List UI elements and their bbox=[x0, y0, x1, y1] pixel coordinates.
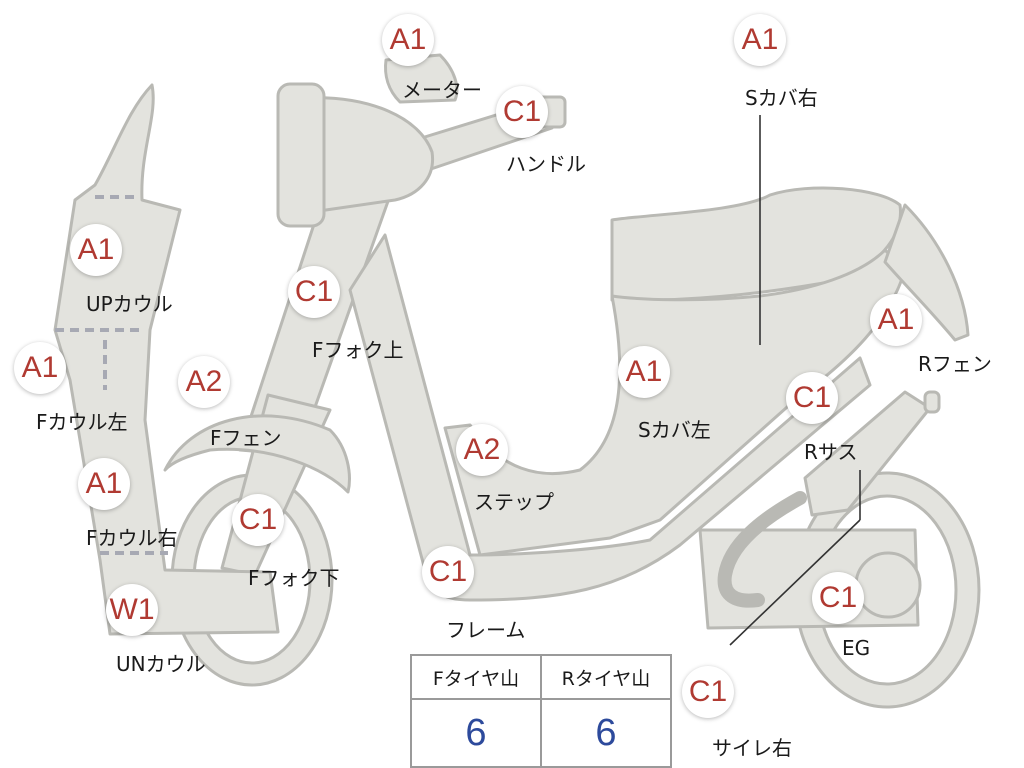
label-s-cover-right: Sカバ右 bbox=[745, 86, 818, 110]
label-step: ステップ bbox=[474, 490, 554, 514]
front-tire-value[interactable]: 6 bbox=[410, 698, 542, 768]
label-f-cowl-left: Fカウル左 bbox=[36, 410, 128, 434]
label-f-fork-lower: Fフォク下 bbox=[248, 566, 340, 590]
label-f-fender: Fフェン bbox=[210, 426, 282, 450]
badge-frame[interactable]: C1 bbox=[422, 546, 474, 598]
badge-meter[interactable]: A1 bbox=[382, 14, 434, 66]
seat-shape bbox=[610, 186, 902, 302]
front-wheel bbox=[170, 473, 334, 687]
badge-muffler-right[interactable]: C1 bbox=[682, 666, 734, 718]
badge-s-cover-right[interactable]: A1 bbox=[734, 14, 786, 66]
badge-engine[interactable]: C1 bbox=[812, 572, 864, 624]
label-up-cowl: UPカウル bbox=[86, 292, 173, 316]
label-s-cover-left: Sカバ左 bbox=[638, 418, 711, 442]
exhaust-pipe bbox=[717, 491, 807, 608]
badge-step[interactable]: A2 bbox=[456, 424, 508, 476]
rear-tire-value[interactable]: 6 bbox=[540, 698, 672, 768]
badge-r-suspension[interactable]: C1 bbox=[786, 372, 838, 424]
badge-s-cover-left[interactable]: A1 bbox=[618, 346, 670, 398]
label-f-fork-upper: Fフォク上 bbox=[312, 338, 404, 362]
badge-r-fender[interactable]: A1 bbox=[870, 294, 922, 346]
label-r-fender: Rフェン bbox=[918, 352, 992, 376]
badge-up-cowl[interactable]: A1 bbox=[70, 224, 122, 276]
front-tire-header: Fタイヤ山 bbox=[410, 654, 542, 700]
engine-hub bbox=[854, 551, 922, 619]
badge-f-fender[interactable]: A2 bbox=[178, 356, 230, 408]
rear-suspension-shape bbox=[803, 390, 932, 517]
badge-f-cowl-left[interactable]: A1 bbox=[14, 342, 66, 394]
label-handle: ハンドル bbox=[506, 152, 586, 176]
meter-housing bbox=[384, 53, 459, 104]
label-r-suspension: Rサス bbox=[804, 440, 858, 464]
handle-cover bbox=[303, 96, 435, 214]
badge-f-cowl-right[interactable]: A1 bbox=[78, 458, 130, 510]
label-un-cowl: UNカウル bbox=[116, 652, 206, 676]
badge-un-cowl[interactable]: W1 bbox=[106, 584, 158, 636]
leader-muffler-right bbox=[729, 519, 861, 646]
rear-suspension-bolt bbox=[923, 390, 941, 414]
badge-f-fork-upper[interactable]: C1 bbox=[288, 266, 340, 318]
label-engine: EG bbox=[842, 636, 871, 660]
label-meter: メーター bbox=[402, 78, 482, 102]
label-muffler-right: サイレ右 bbox=[712, 736, 792, 760]
body-shape bbox=[443, 248, 907, 557]
badge-handle[interactable]: C1 bbox=[496, 86, 548, 138]
tire-tread-table: Fタイヤ山 Rタイヤ山 6 6 bbox=[410, 654, 672, 768]
rear-tire-header: Rタイヤ山 bbox=[540, 654, 672, 700]
badge-f-fork-lower[interactable]: C1 bbox=[232, 494, 284, 546]
front-fender-shape bbox=[163, 414, 351, 494]
label-f-cowl-right: Fカウル右 bbox=[86, 526, 178, 550]
label-frame: フレーム bbox=[446, 618, 526, 642]
headlight bbox=[276, 82, 326, 228]
rear-fender-shape bbox=[883, 203, 970, 342]
